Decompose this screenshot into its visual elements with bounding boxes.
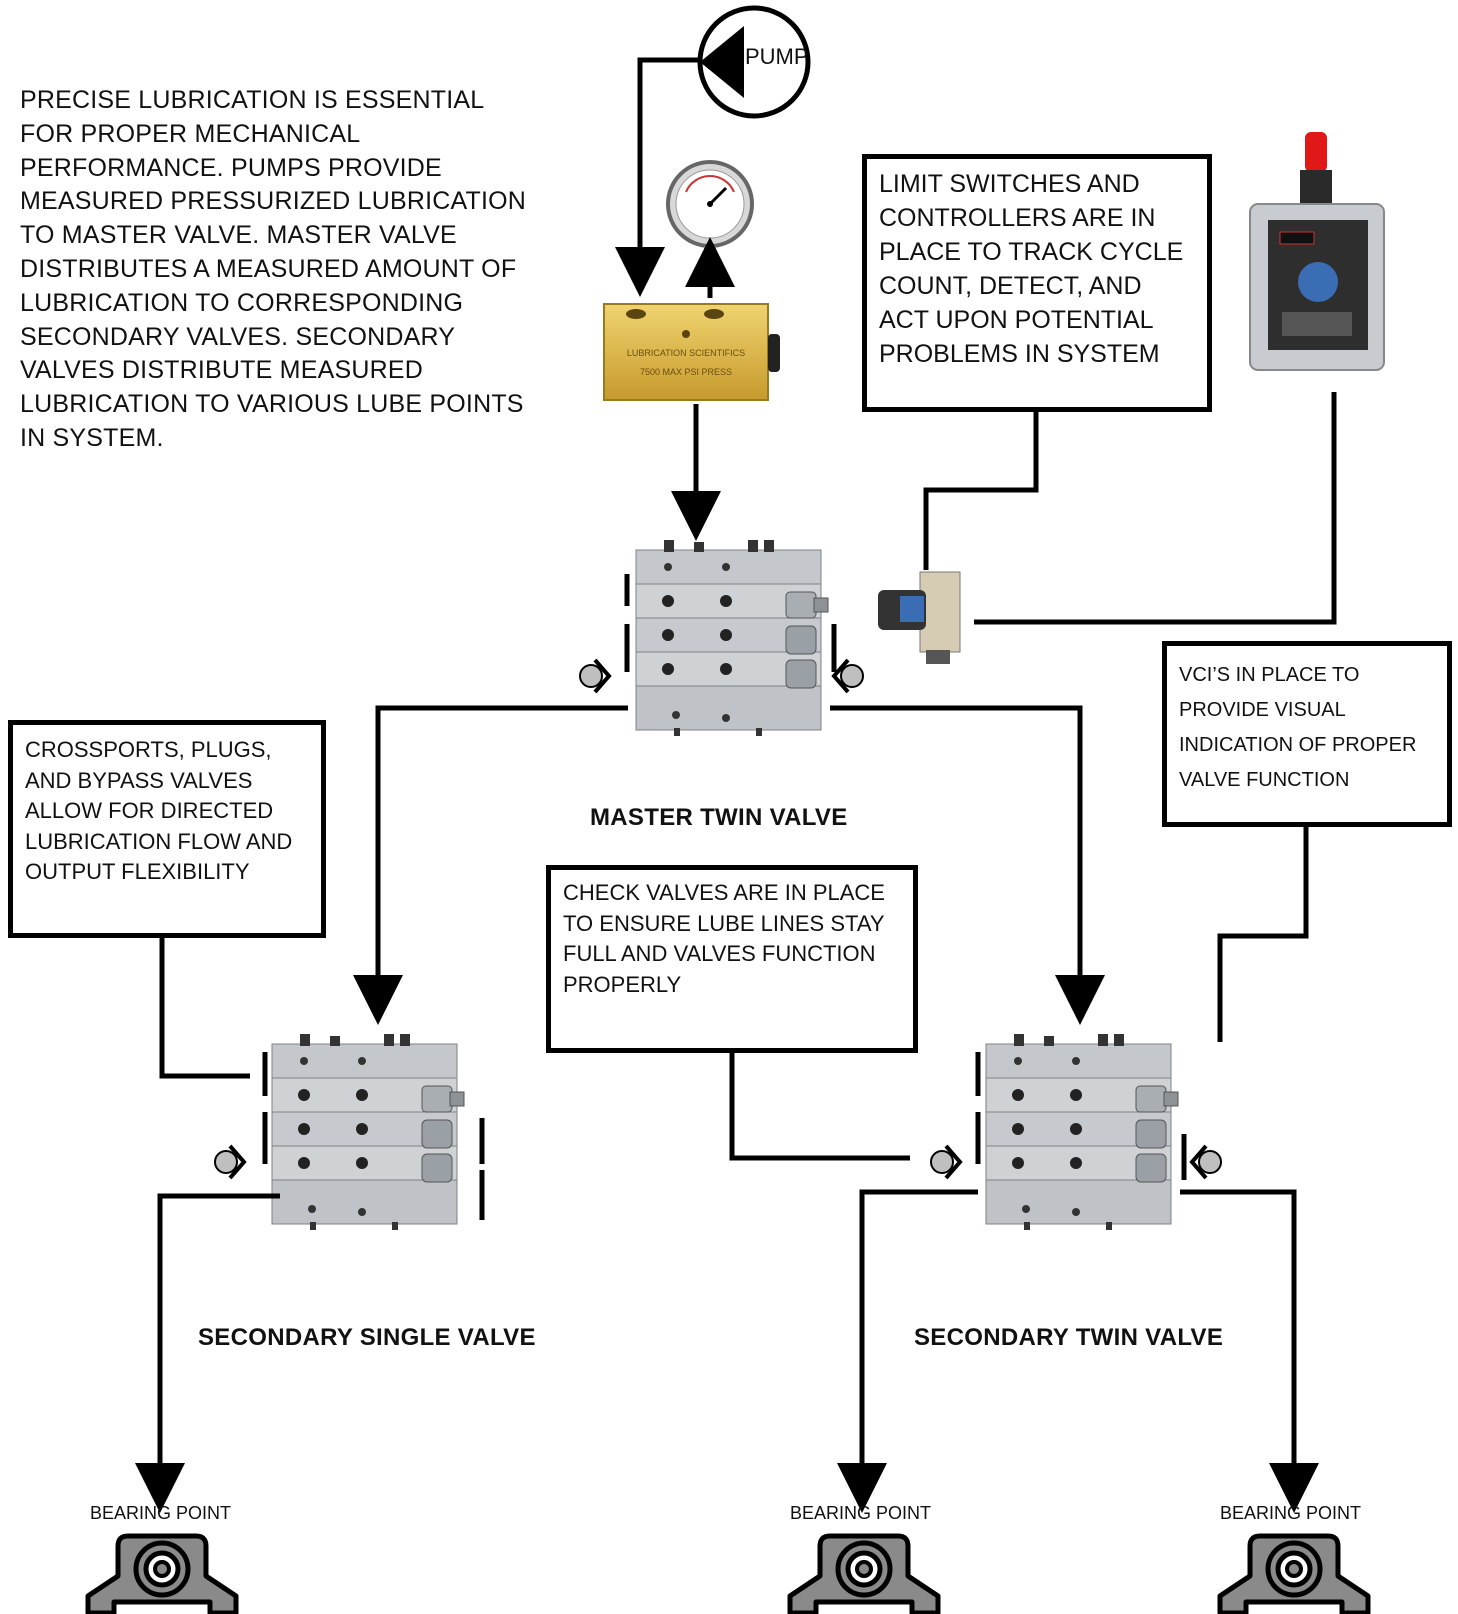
vci-note-box: VCI’S IN PLACE TO PROVIDE VISUAL INDICAT… (1162, 641, 1452, 827)
check-valve-icon (832, 658, 865, 694)
limit-switch-icon (878, 571, 961, 664)
limit-switch-note: LIMIT SWITCHES AND CONTROLLERS ARE IN PL… (879, 170, 1184, 368)
secondary-twin-left-to-bearing-line (837, 1189, 978, 1513)
bearing-point-label: BEARING POINT (790, 1503, 932, 1523)
pump-label: PUMP (745, 44, 809, 69)
check-note-connector (729, 1053, 910, 1161)
secondary-twin-valve-caption: SECONDARY TWIN VALVE (914, 1324, 1224, 1351)
secondary-single-valve-caption: SECONDARY SINGLE VALVE (198, 1324, 536, 1351)
master-twin-valve-icon (635, 539, 829, 737)
secondary-twin-right-to-bearing-line (1180, 1189, 1319, 1513)
pump-supply-line (615, 57, 700, 297)
check-valve-icon (1190, 1144, 1223, 1180)
bearing-icon (790, 1536, 938, 1613)
bearing-icon (88, 1536, 236, 1613)
pressure-block-line2: 7500 MAX PSI PRESS (640, 367, 732, 377)
pressure-block-line1: LUBRICATION SCIENTIFICS (627, 348, 745, 358)
master-twin-valve-caption: MASTER TWIN VALVE (590, 804, 848, 831)
pump-icon (697, 5, 811, 119)
limit-switch-note-box: LIMIT SWITCHES AND CONTROLLERS ARE IN PL… (862, 154, 1212, 412)
vci-note-connector (1217, 827, 1309, 1042)
crossports-note-box: CROSSPORTS, PLUGS, AND BYPASS VALVES ALL… (8, 720, 326, 938)
check-valve-icon (929, 1144, 962, 1180)
controller-panel-icon (1249, 132, 1385, 371)
check-valves-note-box: CHECK VALVES ARE IN PLACE TO ENSURE LUBE… (546, 865, 918, 1053)
crossports-note: CROSSPORTS, PLUGS, AND BYPASS VALVES ALL… (25, 737, 293, 884)
controller-to-switch-line (974, 392, 1337, 625)
pressure-block-icon: LUBRICATION SCIENTIFICS 7500 MAX PSI PRE… (603, 303, 780, 401)
secondary-single-to-bearing-line (135, 1193, 280, 1513)
vci-note: VCI’S IN PLACE TO PROVIDE VISUAL INDICAT… (1179, 664, 1417, 791)
master-to-secondary-twin-line (830, 705, 1105, 1025)
check-valves-note: CHECK VALVES ARE IN PLACE TO ENSURE LUBE… (563, 880, 885, 997)
pressure-gauge-icon (666, 160, 754, 256)
bearing-icon (1220, 1536, 1368, 1613)
crossports-note-connector (159, 938, 250, 1079)
master-to-secondary-single-line (353, 705, 628, 1025)
secondary-twin-valve-icon (985, 1033, 1179, 1231)
intro-paragraph: PRECISE LUBRICATION IS ESSENTIAL FOR PRO… (20, 86, 527, 452)
bearing-point-label: BEARING POINT (1220, 1503, 1362, 1523)
check-valve-icon (578, 658, 611, 694)
secondary-single-valve-icon (271, 1033, 465, 1231)
bearing-point-label: BEARING POINT (90, 1503, 232, 1523)
limit-note-connector (923, 412, 1039, 570)
check-valve-icon (213, 1144, 246, 1180)
